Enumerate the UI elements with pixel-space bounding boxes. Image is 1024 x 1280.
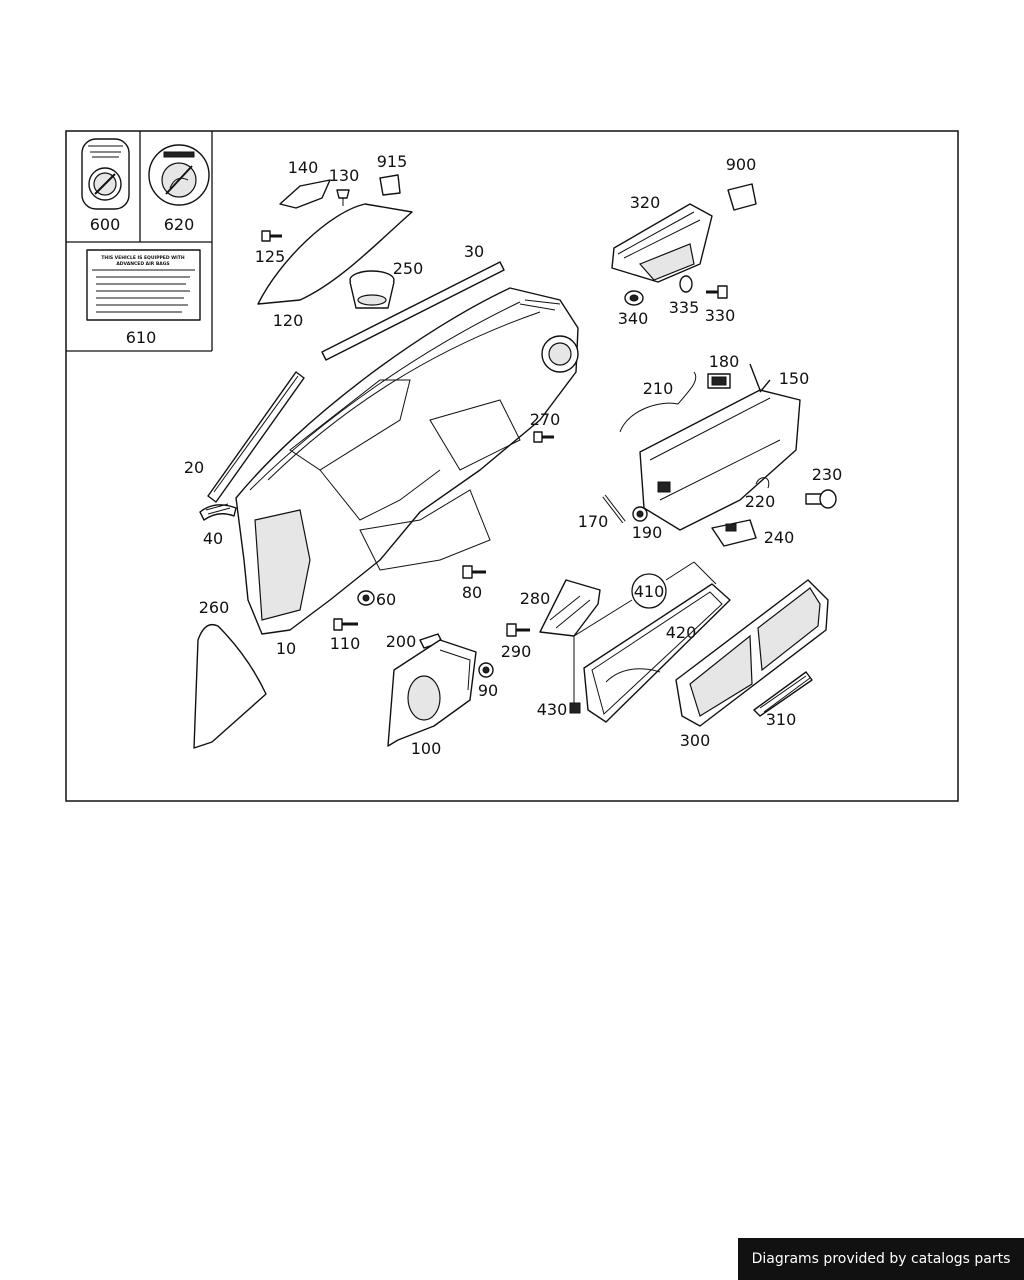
label-140: 140 <box>288 158 319 177</box>
label-80: 80 <box>462 583 482 602</box>
label-90: 90 <box>478 681 498 700</box>
warning-label-610: THIS VEHICLE IS EQUIPPED WITH ADVANCED A… <box>86 249 201 321</box>
sticker-620 <box>148 144 210 206</box>
part-410-callout <box>573 561 717 706</box>
part-270-screw <box>533 431 554 443</box>
label-20: 20 <box>184 458 204 477</box>
label-300: 300 <box>680 731 711 750</box>
diagram-frame <box>65 130 959 802</box>
label-30: 30 <box>464 242 484 261</box>
part-260-side-cover <box>193 623 267 749</box>
label-280: 280 <box>520 589 551 608</box>
part-180-switch <box>707 373 731 389</box>
part-190-damper <box>632 506 648 522</box>
label-230: 230 <box>812 465 843 484</box>
label-190: 190 <box>632 523 663 542</box>
part-310-grille <box>753 671 813 717</box>
part-120-panel <box>257 203 413 305</box>
part-60-grommet <box>357 590 375 606</box>
label-inset <box>66 131 213 352</box>
label-290: 290 <box>501 642 532 661</box>
part-20-strip <box>207 371 305 503</box>
label-620: 620 <box>164 215 195 234</box>
part-100-bracket <box>387 639 477 747</box>
label-240: 240 <box>764 528 795 547</box>
label-260: 260 <box>199 598 230 617</box>
label-340: 340 <box>618 309 649 328</box>
part-240-handle <box>711 519 757 547</box>
label-335: 335 <box>669 298 700 317</box>
label-270: 270 <box>530 410 561 429</box>
part-140-cover <box>279 179 331 209</box>
part-125-screw <box>261 230 282 242</box>
label-330: 330 <box>705 306 736 325</box>
part-90-nut <box>478 662 494 678</box>
label-170: 170 <box>578 512 609 531</box>
label-150: 150 <box>779 369 810 388</box>
label-10: 10 <box>276 639 296 658</box>
part-220-clip <box>755 477 770 489</box>
part-335-washer <box>679 275 693 293</box>
label-600: 600 <box>90 215 121 234</box>
warning-label-line2: ADVANCED AIR BAGS <box>116 261 169 267</box>
part-280-bracket <box>539 579 601 637</box>
label-100: 100 <box>411 739 442 758</box>
label-410: 410 <box>634 582 665 601</box>
part-130-clip <box>336 189 350 206</box>
part-30-strip <box>321 261 505 361</box>
part-300-display <box>675 579 829 727</box>
label-250: 250 <box>393 259 424 278</box>
label-320: 320 <box>630 193 661 212</box>
part-915-pad <box>379 174 401 196</box>
part-230-lock <box>805 489 837 509</box>
part-420-housing <box>583 583 731 723</box>
part-250-speaker <box>349 270 395 309</box>
footer-credit: Diagrams provided by catalogs parts <box>738 1238 1024 1280</box>
label-40: 40 <box>203 529 223 548</box>
part-10-dashboard <box>235 287 579 635</box>
part-110-bolt <box>333 618 358 631</box>
label-120: 120 <box>273 311 304 330</box>
part-80-bolt <box>462 565 486 579</box>
label-130: 130 <box>329 166 360 185</box>
label-420: 420 <box>666 623 697 642</box>
label-125: 125 <box>255 247 286 266</box>
part-290-bolt <box>506 623 530 637</box>
label-310: 310 <box>766 710 797 729</box>
label-430: 430 <box>537 700 568 719</box>
part-170-rod <box>602 494 626 524</box>
part-330-bolt <box>706 285 728 299</box>
part-320-airbag <box>611 203 713 283</box>
label-610: 610 <box>126 328 157 347</box>
label-915: 915 <box>377 152 408 171</box>
part-430-connector <box>569 702 581 714</box>
label-180: 180 <box>709 352 740 371</box>
part-340-nut <box>624 290 644 306</box>
sticker-600 <box>81 138 130 210</box>
label-200: 200 <box>386 632 417 651</box>
label-110: 110 <box>330 634 361 653</box>
part-40-vent <box>199 503 237 521</box>
label-220: 220 <box>745 492 776 511</box>
part-150-glovebox <box>639 363 801 531</box>
part-210-harness <box>619 371 697 433</box>
label-210: 210 <box>643 379 674 398</box>
warning-label-line1: THIS VEHICLE IS EQUIPPED WITH <box>101 255 185 261</box>
label-60: 60 <box>376 590 396 609</box>
part-900-pad <box>727 183 757 211</box>
footer-credit-text: Diagrams provided by catalogs parts <box>751 1251 1011 1267</box>
label-900: 900 <box>726 155 757 174</box>
